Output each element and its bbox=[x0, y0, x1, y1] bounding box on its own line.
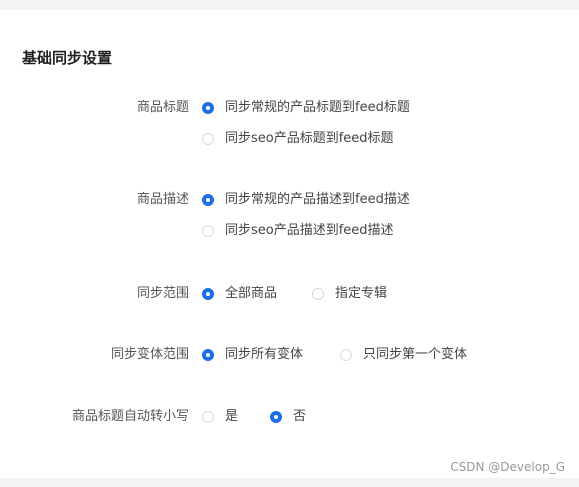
setting-row-title: 商品标题 bbox=[0, 98, 579, 118]
radio-option-label: 否 bbox=[293, 409, 307, 424]
radio-option-description-seo[interactable]: 同步seo产品描述到feed描述 bbox=[202, 221, 394, 241]
settings-card: 基础同步设置 商品标题 同步常规的产品标题到feed标题 同步seo产品标题到f… bbox=[0, 10, 579, 478]
radio-button[interactable] bbox=[202, 102, 214, 114]
radio-button[interactable] bbox=[202, 194, 214, 206]
radio-option-all-variants[interactable]: 同步所有变体 bbox=[202, 345, 303, 365]
radio-option-title-seo[interactable]: 同步seo产品标题到feed标题 bbox=[202, 129, 394, 149]
setting-row-description: 商品描述 bbox=[0, 190, 579, 210]
setting-row-sync-scope: 同步范围 bbox=[0, 284, 579, 304]
radio-option-label: 同步所有变体 bbox=[225, 347, 304, 362]
radio-option-label: 指定专辑 bbox=[335, 286, 388, 301]
radio-option-label: 同步seo产品描述到feed描述 bbox=[225, 223, 394, 238]
radio-option-yes[interactable]: 是 bbox=[202, 407, 238, 427]
radio-button[interactable] bbox=[202, 225, 214, 237]
radio-option-label: 同步常规的产品描述到feed描述 bbox=[225, 192, 410, 207]
radio-option-label: 只同步第一个变体 bbox=[363, 347, 468, 362]
radio-option-specific-album[interactable]: 指定专辑 bbox=[312, 284, 387, 304]
setting-label: 商品标题自动转小写 bbox=[71, 409, 189, 424]
radio-button[interactable] bbox=[202, 349, 214, 361]
radio-button[interactable] bbox=[202, 133, 214, 145]
radio-button[interactable] bbox=[270, 411, 282, 423]
radio-option-title-regular[interactable]: 同步常规的产品标题到feed标题 bbox=[202, 98, 410, 118]
setting-label: 同步变体范围 bbox=[110, 347, 189, 362]
radio-option-label: 同步seo产品标题到feed标题 bbox=[225, 131, 394, 146]
watermark: CSDN @Develop_G bbox=[450, 460, 565, 474]
radio-button[interactable] bbox=[340, 349, 352, 361]
setting-row-variant-scope: 同步变体范围 bbox=[0, 345, 579, 365]
radio-option-description-regular[interactable]: 同步常规的产品描述到feed描述 bbox=[202, 190, 410, 210]
setting-label: 商品描述 bbox=[136, 192, 189, 207]
radio-option-label: 同步常规的产品标题到feed标题 bbox=[225, 100, 410, 115]
setting-label: 商品标题 bbox=[136, 100, 189, 115]
radio-button[interactable] bbox=[312, 288, 324, 300]
radio-button[interactable] bbox=[202, 411, 214, 423]
radio-option-label: 全部商品 bbox=[225, 286, 278, 301]
setting-label: 同步范围 bbox=[136, 286, 189, 301]
setting-row-lowercase-title: 商品标题自动转小写 bbox=[0, 407, 579, 427]
radio-option-no[interactable]: 否 bbox=[270, 407, 306, 427]
radio-option-first-variant[interactable]: 只同步第一个变体 bbox=[340, 345, 467, 365]
radio-option-label: 是 bbox=[225, 409, 239, 424]
radio-button[interactable] bbox=[202, 288, 214, 300]
radio-option-all-products[interactable]: 全部商品 bbox=[202, 284, 277, 304]
section-title: 基础同步设置 bbox=[22, 49, 113, 67]
